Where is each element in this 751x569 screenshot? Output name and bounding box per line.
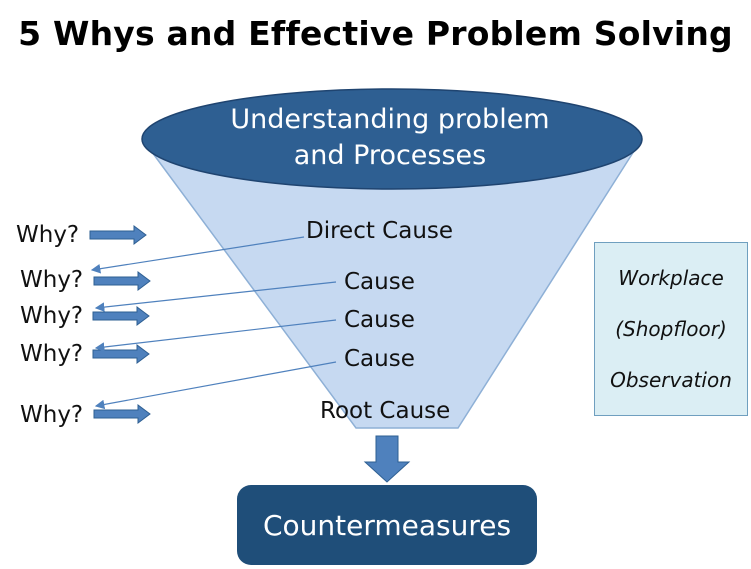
observation-line1: Workplace xyxy=(618,266,724,291)
why-label-1: Why? xyxy=(16,222,80,248)
observation-line3: Observation xyxy=(610,367,732,392)
page-title: 5 Whys and Effective Problem Solving xyxy=(18,14,733,53)
why-arrow-3 xyxy=(92,306,150,326)
why-label-3: Why? xyxy=(20,303,84,329)
why-arrow-2 xyxy=(93,271,151,291)
why-arrow-4 xyxy=(92,344,150,364)
observation-box: Workplace (Shopfloor) Observation xyxy=(594,242,748,416)
connector-1 xyxy=(90,236,305,274)
why-label-5: Why? xyxy=(20,402,84,428)
level-cause-2: Cause xyxy=(344,307,415,333)
level-direct-cause: Direct Cause xyxy=(306,218,454,244)
funnel-top-line1: Understanding problem xyxy=(230,104,550,135)
connector-lines xyxy=(90,236,337,410)
funnel-top-label: Understanding problem and Processes xyxy=(190,102,590,174)
why-arrows xyxy=(89,225,151,424)
funnel-top-line2: and Processes xyxy=(293,140,487,171)
countermeasures-label: Countermeasures xyxy=(262,508,512,542)
connector-3 xyxy=(94,319,337,352)
why-label-4: Why? xyxy=(20,341,84,367)
why-arrow-1 xyxy=(89,225,147,245)
level-cause-1: Cause xyxy=(344,269,415,295)
observation-line2: (Shopfloor) xyxy=(615,316,727,341)
funnel-top-ellipse xyxy=(141,88,643,190)
level-root-cause: Root Cause xyxy=(320,398,451,424)
why-arrow-5 xyxy=(93,404,151,424)
countermeasures-box: Countermeasures xyxy=(237,485,537,565)
down-arrow xyxy=(363,435,411,483)
connector-2 xyxy=(94,281,337,312)
level-cause-3: Cause xyxy=(344,346,415,372)
connector-4 xyxy=(94,361,337,410)
why-label-2: Why? xyxy=(20,267,84,293)
